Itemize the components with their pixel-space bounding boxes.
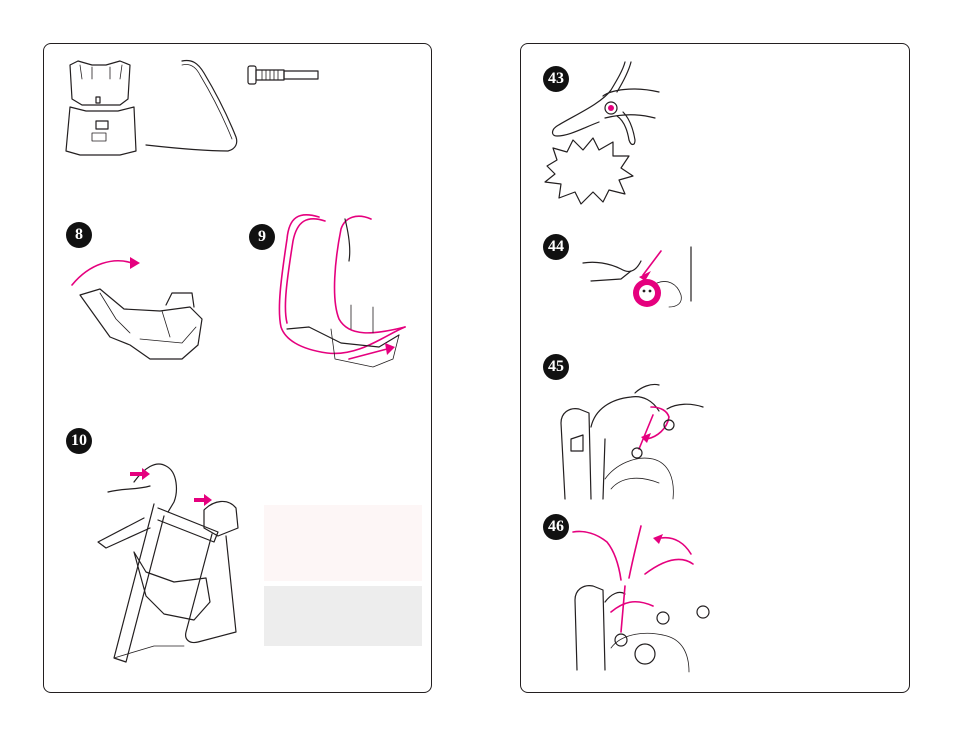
step-46-illustration xyxy=(571,522,721,672)
step-9-illustration xyxy=(269,209,419,379)
seat-shell-part-illustration xyxy=(62,59,142,159)
step-10-badge: 10 xyxy=(66,428,92,454)
bolt-part-illustration xyxy=(246,64,326,88)
starburst-shape xyxy=(543,136,635,206)
step-8-badge: 8 xyxy=(66,222,92,248)
step-45-badge: 45 xyxy=(543,354,569,380)
step-44-badge: 44 xyxy=(543,234,569,260)
step-46-badge: 46 xyxy=(543,514,569,540)
step-45-illustration xyxy=(555,379,710,499)
note-box-pink xyxy=(264,505,422,581)
step-10-illustration xyxy=(94,432,244,672)
seat-bar-part-illustration xyxy=(144,59,254,159)
step-44-illustration xyxy=(581,241,691,317)
left-page: 8 9 10 xyxy=(43,43,432,693)
right-page: 43 44 45 xyxy=(520,43,910,693)
step-43-illustration xyxy=(543,56,673,146)
note-box-grey xyxy=(264,586,422,646)
step-8-illustration xyxy=(70,249,220,369)
